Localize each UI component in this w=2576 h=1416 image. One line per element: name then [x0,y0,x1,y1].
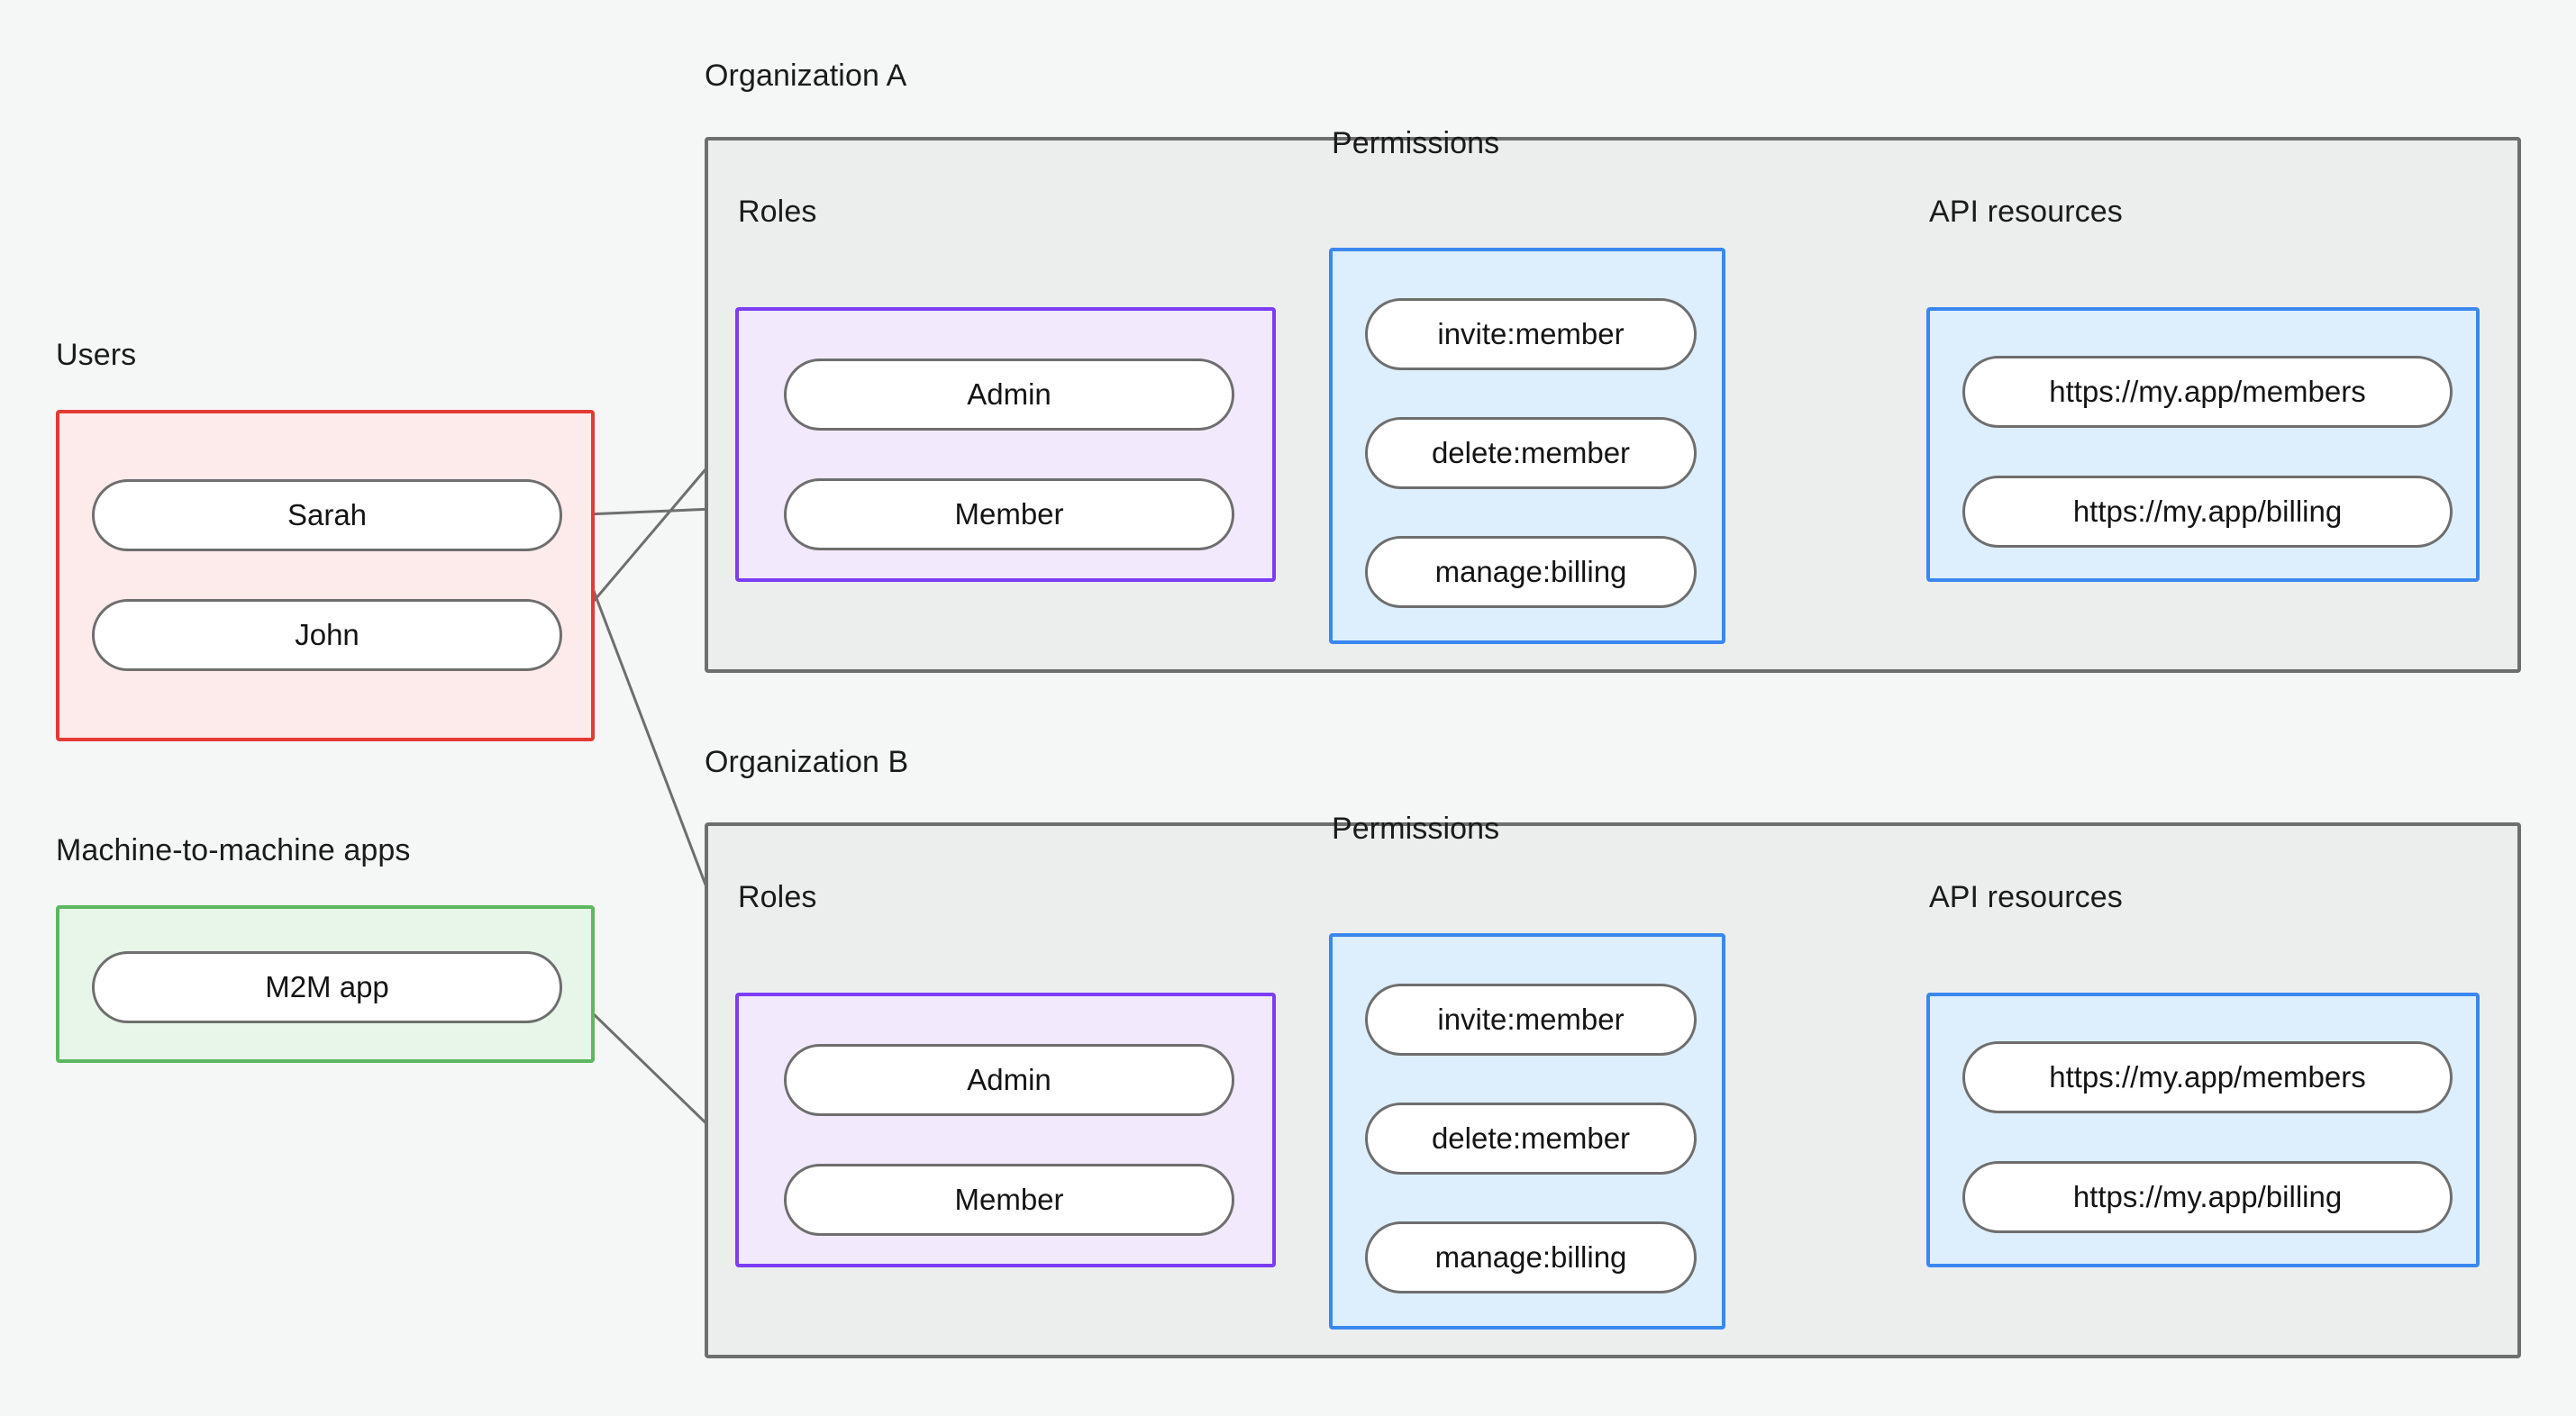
org-b-role-member[interactable]: Member [784,1164,1234,1236]
org-b-role-admin[interactable]: Admin [784,1044,1234,1116]
user-node-sarah[interactable]: Sarah [92,479,562,551]
org-b-api-resource-members[interactable]: https://my.app/members [1962,1041,2453,1113]
org-b-title: Organization B [705,745,909,779]
org-a-roles-container: Admin Member [735,307,1276,582]
org-a-permission-delete-member[interactable]: delete:member [1365,417,1697,489]
org-a-api-resource-billing[interactable]: https://my.app/billing [1962,476,2453,548]
org-b-api-container: https://my.app/members https://my.app/bi… [1926,993,2480,1267]
org-b-permission-manage-billing[interactable]: manage:billing [1365,1221,1697,1293]
org-a-role-admin[interactable]: Admin [784,359,1234,431]
org-b-api-resource-billing[interactable]: https://my.app/billing [1962,1161,2453,1233]
org-b-container: Roles Admin Member Permissions invite:me… [705,812,2521,1358]
org-b-permission-delete-member[interactable]: delete:member [1365,1103,1697,1175]
m2m-group-label: Machine-to-machine apps [56,833,411,867]
org-a-api-resource-members[interactable]: https://my.app/members [1962,356,2453,428]
m2m-container: M2M app [56,905,595,1063]
org-a-role-member[interactable]: Member [784,478,1234,550]
org-a-roles-label: Roles [738,195,817,229]
org-a-permissions-label: Permissions [1332,126,1500,160]
org-b-permission-invite-member[interactable]: invite:member [1365,984,1697,1056]
org-b-permissions-label: Permissions [1332,812,1500,846]
org-a-permission-invite-member[interactable]: invite:member [1365,298,1697,370]
org-a-title: Organization A [705,59,907,93]
org-a-api-label: API resources [1929,195,2123,229]
org-a-container: Roles Admin Member Permissions invite:me… [705,126,2521,673]
org-b-permissions-container: invite:member delete:member manage:billi… [1329,933,1725,1330]
m2m-node-app[interactable]: M2M app [92,951,562,1023]
users-container: Sarah John [56,410,595,741]
users-group-label: Users [56,338,137,372]
org-a-permission-manage-billing[interactable]: manage:billing [1365,536,1697,608]
org-a-api-container: https://my.app/members https://my.app/bi… [1926,307,2480,582]
org-b-roles-label: Roles [738,880,817,914]
org-b-roles-container: Admin Member [735,993,1276,1267]
user-node-john[interactable]: John [92,599,562,671]
org-a-permissions-container: invite:member delete:member manage:billi… [1329,248,1725,644]
org-b-api-label: API resources [1929,880,2123,914]
